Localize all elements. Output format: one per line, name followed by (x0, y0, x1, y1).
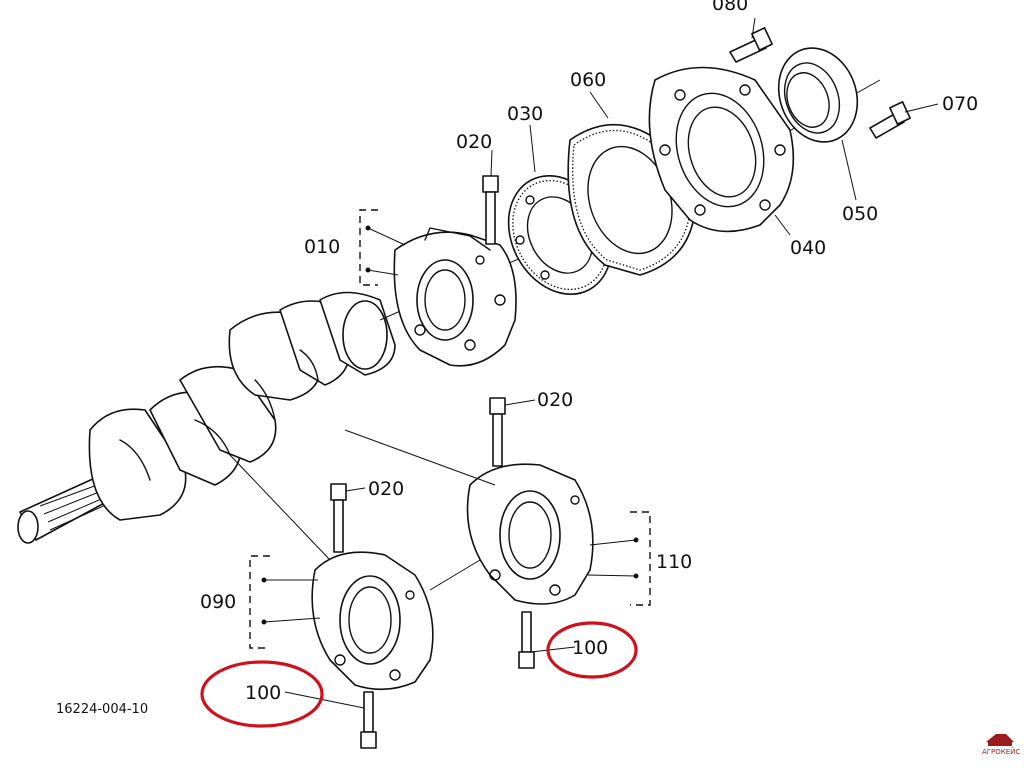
figure-number: 16224-004-10 (56, 702, 148, 717)
bearing-case-090 (311, 551, 434, 691)
seal-case-040 (648, 66, 795, 233)
bolt-020-top (482, 175, 499, 245)
bearing-case-110 (466, 463, 594, 605)
watermark-logo: АГРОКЕЙС (982, 734, 1020, 756)
crankshaft (17, 291, 396, 544)
callout-100-right: 100 (572, 637, 608, 659)
highlight-circle-100-left (200, 660, 324, 728)
bearing-case-010 (393, 227, 517, 367)
leader-lines (229, 17, 939, 709)
bolt-070 (869, 101, 911, 139)
callout-090: 090 (200, 591, 236, 613)
bolt-100-right (518, 611, 535, 669)
callout-020-top: 020 (456, 131, 492, 153)
bracket-090 (249, 555, 321, 649)
bolt-020-low (330, 483, 347, 553)
callout-020-low: 020 (368, 478, 404, 500)
callout-110: 110 (656, 551, 692, 573)
watermark-text: АГРОКЕЙС (982, 747, 1020, 756)
callout-070: 070 (942, 93, 978, 115)
callout-050: 050 (842, 203, 878, 225)
callout-010: 010 (304, 236, 340, 258)
bolt-080 (729, 27, 773, 63)
bolt-020-mid (489, 397, 506, 467)
oil-seal-050 (777, 47, 859, 143)
callout-030: 030 (507, 103, 543, 125)
callout-020-mid: 020 (537, 389, 573, 411)
bracket-010 (359, 209, 406, 286)
callout-060: 060 (570, 69, 606, 91)
bolt-100-left (360, 691, 377, 749)
callout-080: 080 (712, 0, 748, 15)
callout-100-left: 100 (245, 682, 281, 704)
bracket-110 (587, 511, 651, 606)
highlight-circle-100-right (546, 621, 638, 679)
callout-040: 040 (790, 237, 826, 259)
